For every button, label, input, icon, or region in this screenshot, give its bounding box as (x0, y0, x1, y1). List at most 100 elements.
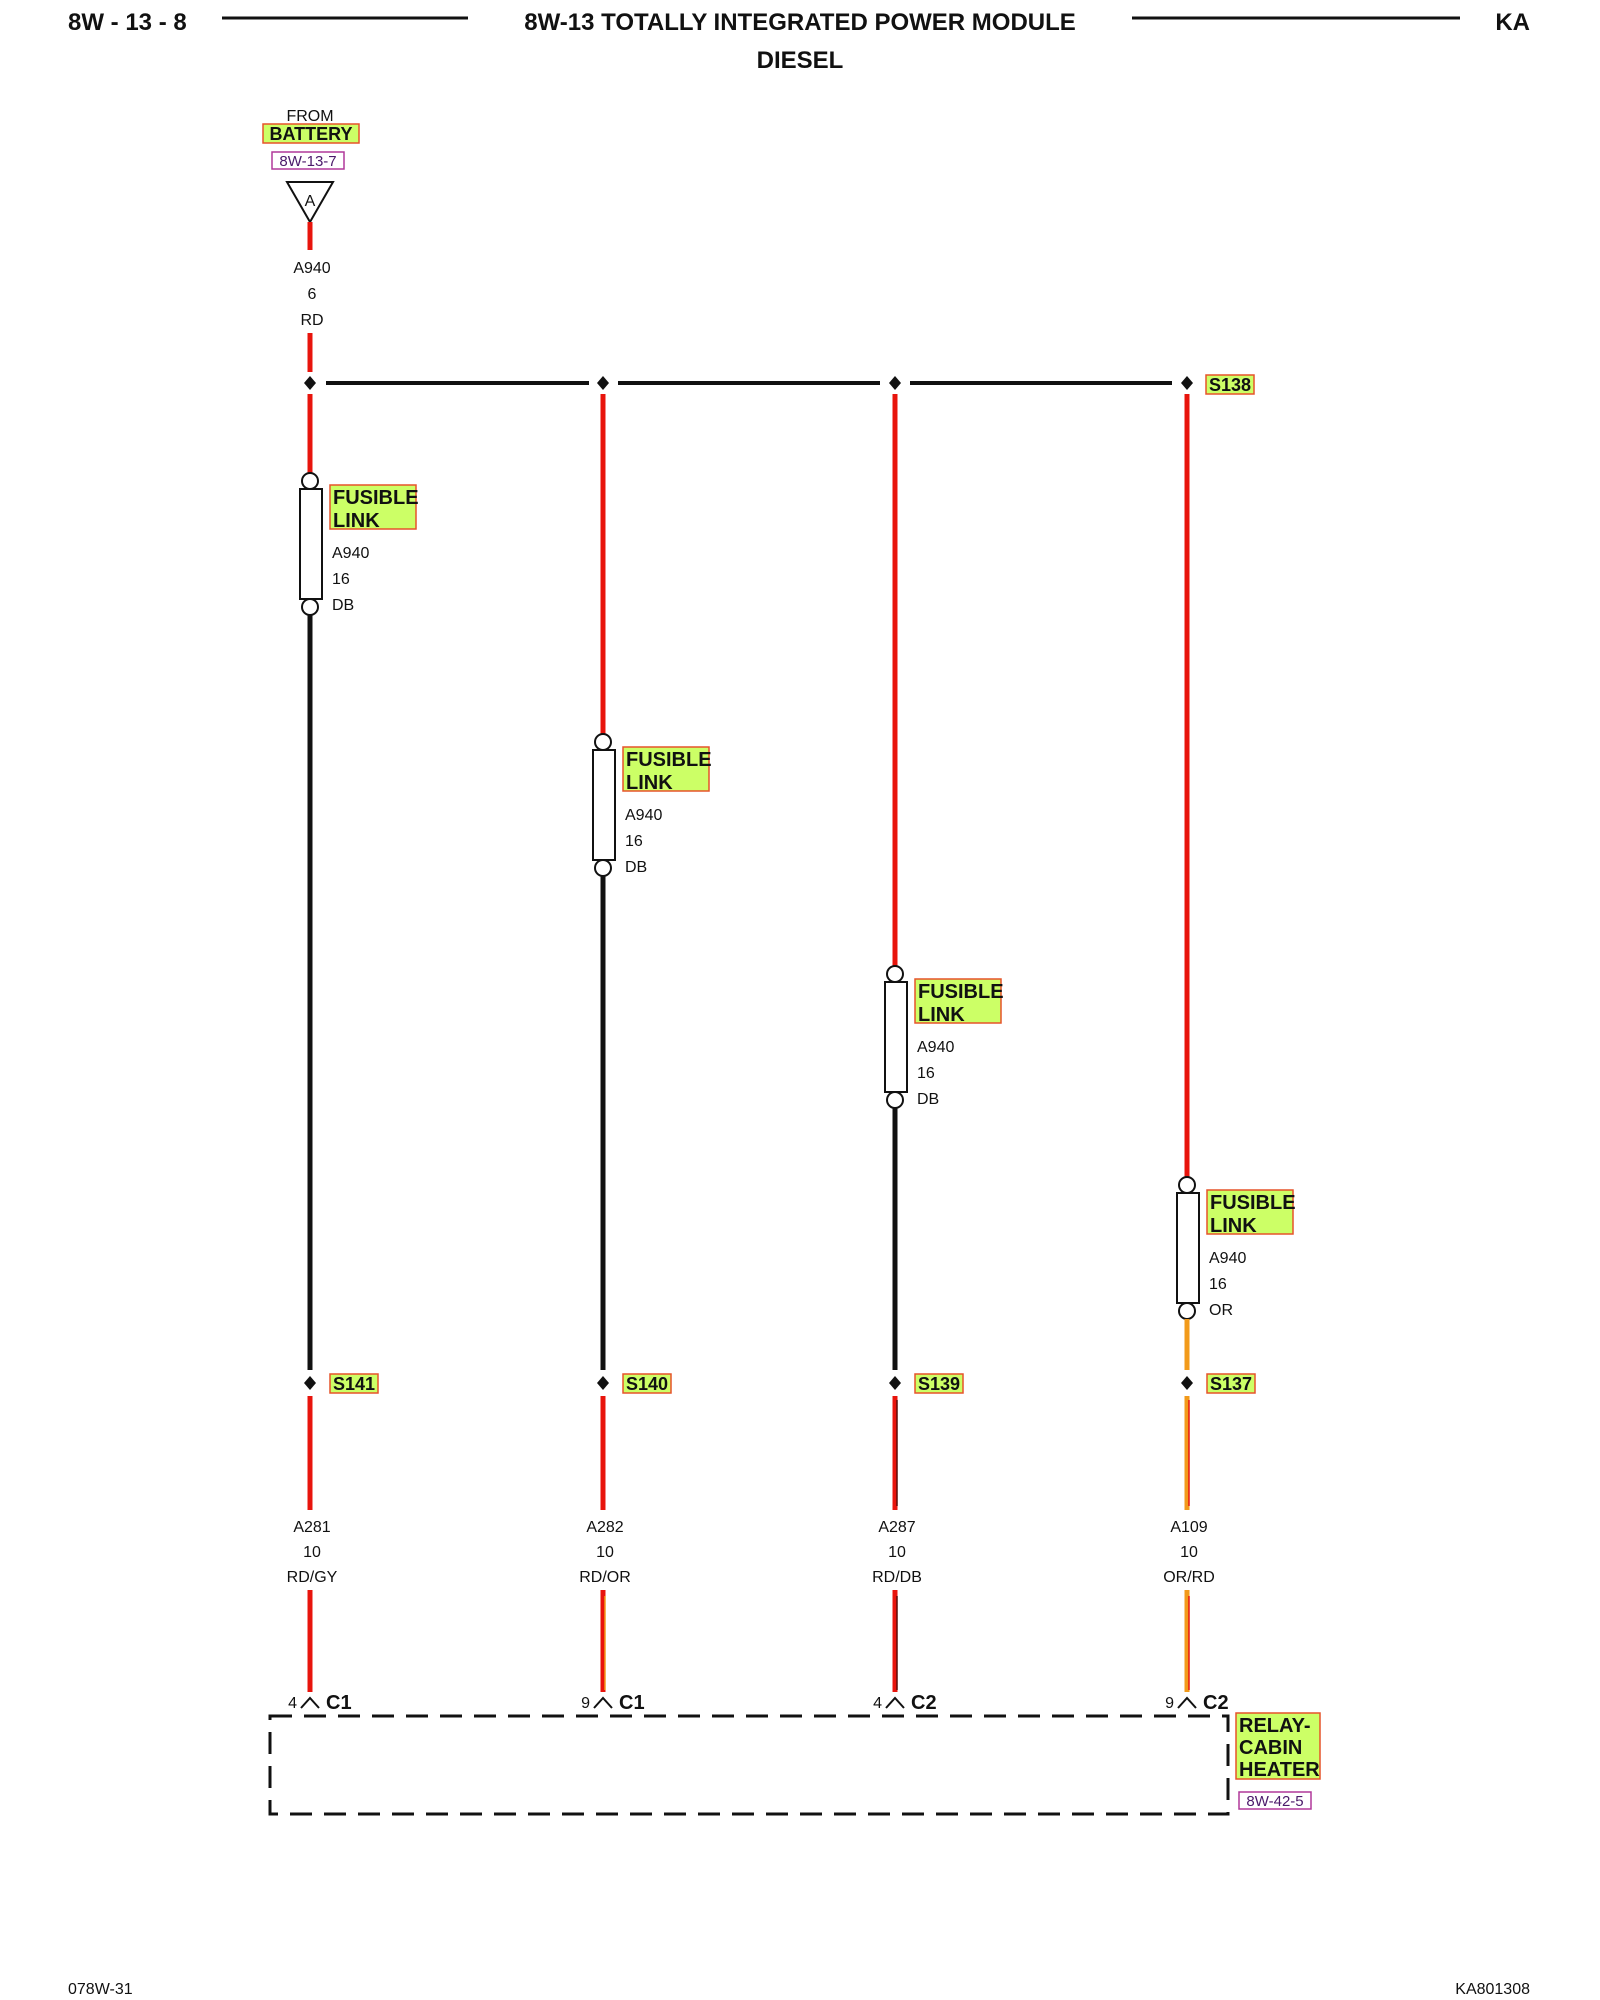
splice-highlight (329, 1373, 379, 1394)
connector-letter: A (305, 193, 316, 210)
connector-pin: 4 (873, 1695, 882, 1712)
wire-gauge: 10 (888, 1544, 906, 1561)
fusible-link-body[interactable] (884, 981, 908, 1093)
fuse-color: DB (917, 1091, 939, 1108)
splice-highlight (622, 1373, 672, 1394)
connector-label: C1 (326, 1692, 352, 1714)
fuse-end-top (886, 965, 904, 983)
splice-label: S137 (1210, 1374, 1252, 1394)
fuse-end-top (301, 472, 319, 490)
fusible-link-body[interactable] (1176, 1192, 1200, 1304)
battery-ref-box (271, 151, 345, 170)
splice-dot-top (889, 376, 901, 390)
top-bus: S138 (326, 374, 1255, 395)
battery-wire-gauge: 6 (308, 286, 317, 303)
relay-label-line3: HEATER (1239, 1759, 1320, 1781)
fusible-label-line1: FUSIBLE (1210, 1192, 1296, 1214)
splice-dot-top (1181, 376, 1193, 390)
splice-highlight (914, 1373, 964, 1394)
fusible-label-line2: LINK (1210, 1215, 1257, 1237)
connector-label: C2 (911, 1692, 937, 1714)
fusible-label-line2: LINK (626, 772, 673, 794)
branch-4: FUSIBLE LINK A940 16 OR S137 A109 10 OR/… (1163, 376, 1296, 1714)
connector-pin: 9 (1165, 1695, 1174, 1712)
fusible-label-highlight (914, 978, 1002, 1024)
fusible-label-line1: FUSIBLE (333, 487, 419, 509)
wire-circuit: A287 (878, 1519, 915, 1536)
relay-ref[interactable]: 8W-42-5 (1246, 1793, 1303, 1810)
fuse-circuit: A940 (625, 807, 662, 824)
fusible-label-line1: FUSIBLE (918, 981, 1004, 1003)
fusible-link-body[interactable] (299, 488, 323, 600)
wire-gauge: 10 (303, 1544, 321, 1561)
fusible-label-line2: LINK (918, 1004, 965, 1026)
relay-label-line1: RELAY- (1239, 1715, 1311, 1737)
fusible-label-line1: FUSIBLE (626, 749, 712, 771)
fuse-end-bottom (886, 1091, 904, 1109)
fuse-circuit: A940 (332, 545, 369, 562)
connector-chevron (300, 1696, 320, 1709)
fusible-label-highlight (1206, 1189, 1294, 1235)
battery-ref[interactable]: 8W-13-7 (279, 153, 336, 170)
fuse-circuit: A940 (917, 1039, 954, 1056)
connector-triangle (285, 181, 335, 225)
page-header: 8W - 13 - 8 8W-13 TOTALLY INTEGRATED POW… (68, 9, 1530, 74)
fuse-gauge: 16 (917, 1065, 935, 1082)
splice-dot-top (597, 376, 609, 390)
splice-dot (304, 1376, 316, 1390)
relay-label-highlight (1235, 1712, 1321, 1780)
splice-dot (889, 1376, 901, 1390)
fuse-end-bottom (594, 859, 612, 877)
fusible-link-body[interactable] (592, 749, 616, 861)
wire-circuit: A282 (586, 1519, 623, 1536)
relay-ref-box (1238, 1791, 1312, 1810)
page-subtitle: DIESEL (757, 47, 844, 74)
fuse-color: DB (625, 859, 647, 876)
fuse-end-top (594, 733, 612, 751)
fusible-label-line2: LINK (333, 510, 380, 532)
branch-3: FUSIBLE LINK A940 16 DB S139 A287 10 RD/… (872, 376, 1004, 1714)
branch-1: FUSIBLE LINK A940 16 DB S141 A281 10 RD/… (287, 376, 419, 1714)
fuse-gauge: 16 (1209, 1276, 1227, 1293)
wire-gauge: 10 (1180, 1544, 1198, 1561)
fuse-end-bottom (301, 598, 319, 616)
splice-label: S140 (626, 1374, 668, 1394)
branch-2: FUSIBLE LINK A940 16 DB S140 A282 10 RD/… (579, 376, 712, 1714)
connector-pin: 4 (288, 1695, 297, 1712)
relay-dashed-outline[interactable] (268, 1714, 1230, 1816)
battery-wire-color: RD (300, 312, 323, 329)
wire-color: OR/RD (1163, 1569, 1215, 1586)
splice-label: S141 (333, 1374, 375, 1394)
wire-color: RD/OR (579, 1569, 631, 1586)
wire-color: RD/GY (287, 1569, 338, 1586)
connector-chevron (1177, 1696, 1197, 1709)
connector-label: C1 (619, 1692, 645, 1714)
fuse-end-top (1178, 1176, 1196, 1194)
footer-right-code: KA801308 (1455, 1981, 1530, 1998)
battery-highlight (262, 123, 360, 144)
connector-chevron (885, 1696, 905, 1709)
wire-circuit: A109 (1170, 1519, 1207, 1536)
wire-gauge: 10 (596, 1544, 614, 1561)
connector-pin: 9 (581, 1695, 590, 1712)
fuse-gauge: 16 (332, 571, 350, 588)
splice-label-s138: S138 (1209, 375, 1251, 395)
splice-label: S139 (918, 1374, 960, 1394)
splice-highlight (1206, 1373, 1256, 1394)
connector-chevron (593, 1696, 613, 1709)
region-code: KA (1495, 9, 1530, 36)
page-code: 8W - 13 - 8 (68, 9, 187, 36)
fuse-end-bottom (1178, 1302, 1196, 1320)
battery-source: FROM BATTERY 8W-13-7 A A940 6 RD (262, 108, 360, 372)
fuse-color: OR (1209, 1302, 1233, 1319)
splice-dot (597, 1376, 609, 1390)
fusible-label-highlight (622, 746, 710, 792)
connector-label: C2 (1203, 1692, 1229, 1714)
fuse-gauge: 16 (625, 833, 643, 850)
wire-circuit: A281 (293, 1519, 330, 1536)
page-title: 8W-13 TOTALLY INTEGRATED POWER MODULE (524, 9, 1076, 36)
fuse-circuit: A940 (1209, 1250, 1246, 1267)
relay-label-line2: CABIN (1239, 1737, 1302, 1759)
fusible-label-highlight (329, 484, 417, 530)
